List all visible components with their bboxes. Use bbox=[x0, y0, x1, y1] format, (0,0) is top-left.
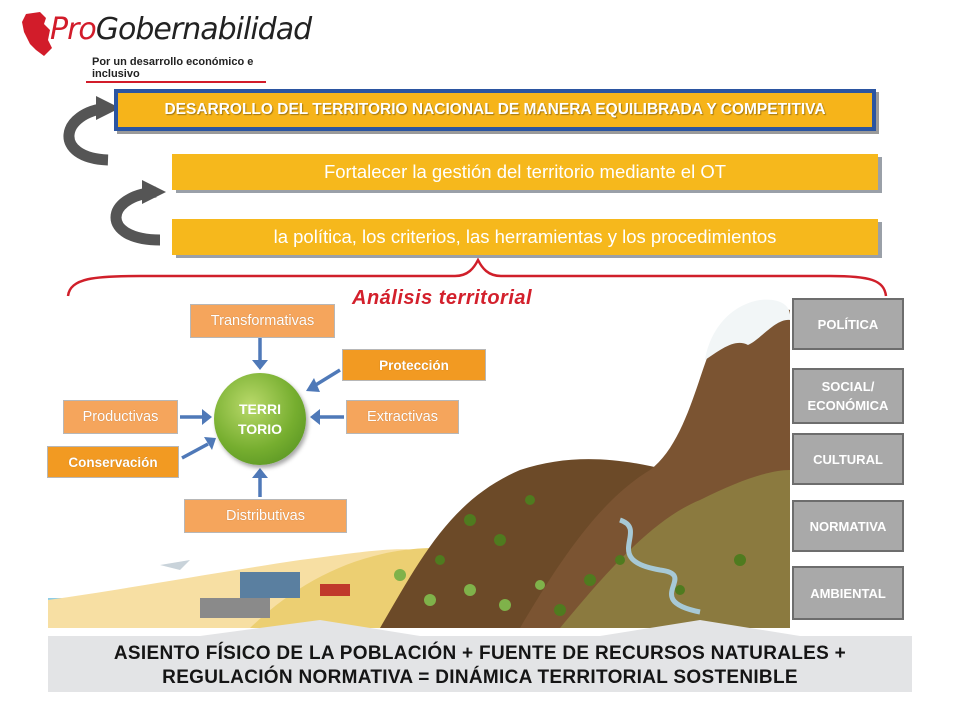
objective-banner: DESARROLLO DEL TERRITORIO NACIONAL DE MA… bbox=[114, 89, 876, 131]
progobernabilidad-logo: ProGobernabilidad Por un desarrollo econ… bbox=[20, 10, 312, 80]
dimension-ambiental: AMBIENTAL bbox=[792, 566, 904, 620]
territory-landscape-illustration bbox=[48, 299, 791, 628]
analysis-title: Análisis territorial bbox=[352, 287, 533, 309]
logo-wordmark: ProGobernabilidad bbox=[50, 12, 312, 47]
territorio-label-line1: TERRI bbox=[239, 401, 281, 417]
curved-arrow-icon-bottom bbox=[110, 180, 166, 246]
logo-divider bbox=[86, 81, 266, 83]
territorio-circle: TERRI TORIO bbox=[214, 373, 306, 465]
box-distributivas: Distributivas bbox=[184, 499, 347, 533]
curved-arrow-icon-top bbox=[63, 96, 120, 166]
footer-line-2: REGULACIÓN NORMATIVA = DINÁMICA TERRITOR… bbox=[162, 667, 798, 688]
dimension-cultural: CULTURAL bbox=[792, 433, 904, 485]
box-transformativas: Transformativas bbox=[190, 304, 335, 338]
bottom-mountain-silhouette bbox=[48, 620, 912, 692]
logo-tagline: Por un desarrollo económico e inclusivo bbox=[92, 56, 254, 80]
dimension-social-economica: SOCIAL/ ECONÓMICA bbox=[792, 368, 904, 424]
flow-arrows bbox=[180, 338, 344, 497]
box-proteccion: Protección bbox=[342, 349, 486, 381]
box-productivas: Productivas bbox=[63, 400, 178, 434]
footer-line-1: ASIENTO FÍSICO DE LA POBLACIÓN + FUENTE … bbox=[113, 643, 847, 664]
dimension-normativa: NORMATIVA bbox=[792, 500, 904, 552]
dimension-social-line2: ECONÓMICA bbox=[807, 398, 889, 413]
peru-map-icon bbox=[22, 12, 52, 56]
strategy-banner: Fortalecer la gestión del territorio med… bbox=[172, 154, 878, 190]
box-conservacion: Conservación bbox=[47, 446, 179, 478]
instruments-banner: la política, los criterios, las herramie… bbox=[172, 219, 878, 255]
dimension-social-line1: SOCIAL/ bbox=[821, 379, 875, 394]
box-extractivas: Extractivas bbox=[346, 400, 459, 434]
dimension-politica: POLÍTICA bbox=[792, 298, 904, 350]
analysis-bracket bbox=[66, 257, 888, 297]
territorio-label-line2: TORIO bbox=[237, 421, 283, 437]
